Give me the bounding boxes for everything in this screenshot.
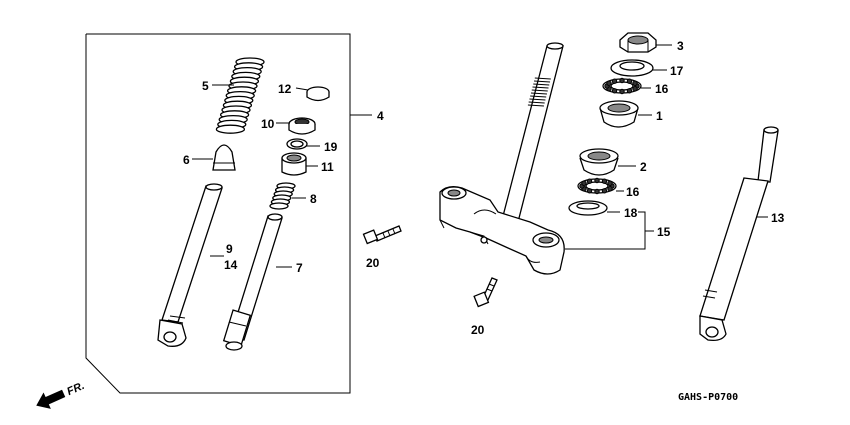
label-10: 10 <box>261 117 275 131</box>
part-ball-bearing-upper <box>602 77 642 95</box>
label-6: 6 <box>183 153 190 167</box>
label-9: 9 <box>226 242 233 256</box>
part-collar <box>281 152 307 176</box>
fork-assembly-outline <box>85 33 351 394</box>
part-fork-tube-left <box>157 183 223 347</box>
part-top-ball-race <box>599 100 639 128</box>
label-19: 19 <box>324 140 338 154</box>
label-20-left: 20 <box>366 256 380 270</box>
leader-lines <box>192 44 768 268</box>
part-steering-stem <box>501 42 564 223</box>
part-bolt-lower <box>473 277 498 308</box>
label-16-lower: 16 <box>626 185 640 199</box>
part-spring <box>215 55 265 135</box>
label-18: 18 <box>624 206 638 220</box>
label-15: 15 <box>657 225 671 239</box>
label-2: 2 <box>640 160 647 174</box>
part-fork-assembly-right <box>699 126 779 342</box>
part-ball-bearing-lower <box>577 177 617 195</box>
part-triple-clamp <box>439 186 565 275</box>
part-bolt-left <box>362 225 402 245</box>
part-dust-seal <box>306 86 330 102</box>
front-direction-arrow: FR. <box>36 380 86 409</box>
label-8: 8 <box>310 192 317 206</box>
part-stopper-ring <box>286 138 308 150</box>
part-oil-seal <box>288 117 316 135</box>
label-13: 13 <box>771 211 785 225</box>
label-5: 5 <box>202 79 209 93</box>
label-1: 1 <box>656 109 663 123</box>
label-16-upper: 16 <box>655 82 669 96</box>
label-7: 7 <box>296 261 303 275</box>
part-damper-rod <box>222 213 283 351</box>
part-bottom-cone-race <box>568 200 608 216</box>
label-17: 17 <box>670 64 684 78</box>
part-top-cone-race <box>610 59 654 77</box>
label-12: 12 <box>278 82 292 96</box>
label-20-lower: 20 <box>471 323 485 337</box>
label-3: 3 <box>677 39 684 53</box>
part-cap-piece <box>212 144 236 171</box>
part-bottom-ball-race <box>579 148 619 176</box>
label-4: 4 <box>377 109 384 123</box>
label-11: 11 <box>321 160 334 174</box>
part-small-spring <box>269 182 296 210</box>
part-steering-nut <box>619 32 657 53</box>
diagram-code: GAHS-P0700 <box>678 392 738 403</box>
direction-label: FR. <box>65 380 86 398</box>
label-14: 14 <box>224 258 238 272</box>
